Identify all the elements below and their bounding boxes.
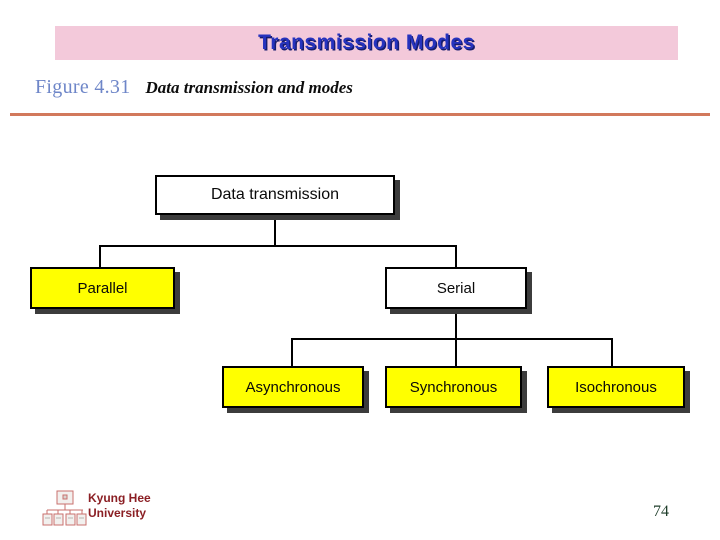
node-isochronous: Isochronous bbox=[547, 366, 685, 408]
node-asynchronous: Asynchronous bbox=[222, 366, 364, 408]
connector-serial-drop bbox=[455, 245, 457, 268]
connector-level2-horizontal bbox=[291, 338, 613, 340]
figure-caption: Data transmission and modes bbox=[145, 78, 353, 97]
connector-level1-horizontal bbox=[99, 245, 457, 247]
connector-isochronous-drop bbox=[611, 338, 613, 367]
university-logo-icon bbox=[42, 489, 88, 534]
connector-parallel-drop bbox=[99, 245, 101, 268]
connector-serial-down bbox=[455, 309, 457, 340]
node-data-transmission: Data transmission bbox=[155, 175, 395, 215]
connector-synchronous-drop bbox=[455, 338, 457, 367]
slide-title-bar: Transmission Modes bbox=[55, 26, 678, 60]
page-number: 74 bbox=[653, 503, 669, 520]
node-parallel: Parallel bbox=[30, 267, 175, 309]
connector-asynchronous-drop bbox=[291, 338, 293, 367]
university-name-line1: Kyung Hee bbox=[88, 491, 151, 505]
figure-label: Figure 4.31 bbox=[35, 76, 131, 98]
connector-root-drop bbox=[274, 215, 276, 247]
university-name: Kyung Hee University bbox=[88, 491, 151, 521]
node-serial: Serial bbox=[385, 267, 527, 309]
divider-rule bbox=[10, 113, 710, 116]
university-name-line2: University bbox=[88, 506, 147, 520]
slide-title: Transmission Modes bbox=[258, 31, 475, 54]
figure-caption-row: Figure 4.31 Data transmission and modes bbox=[35, 76, 353, 99]
node-synchronous: Synchronous bbox=[385, 366, 522, 408]
